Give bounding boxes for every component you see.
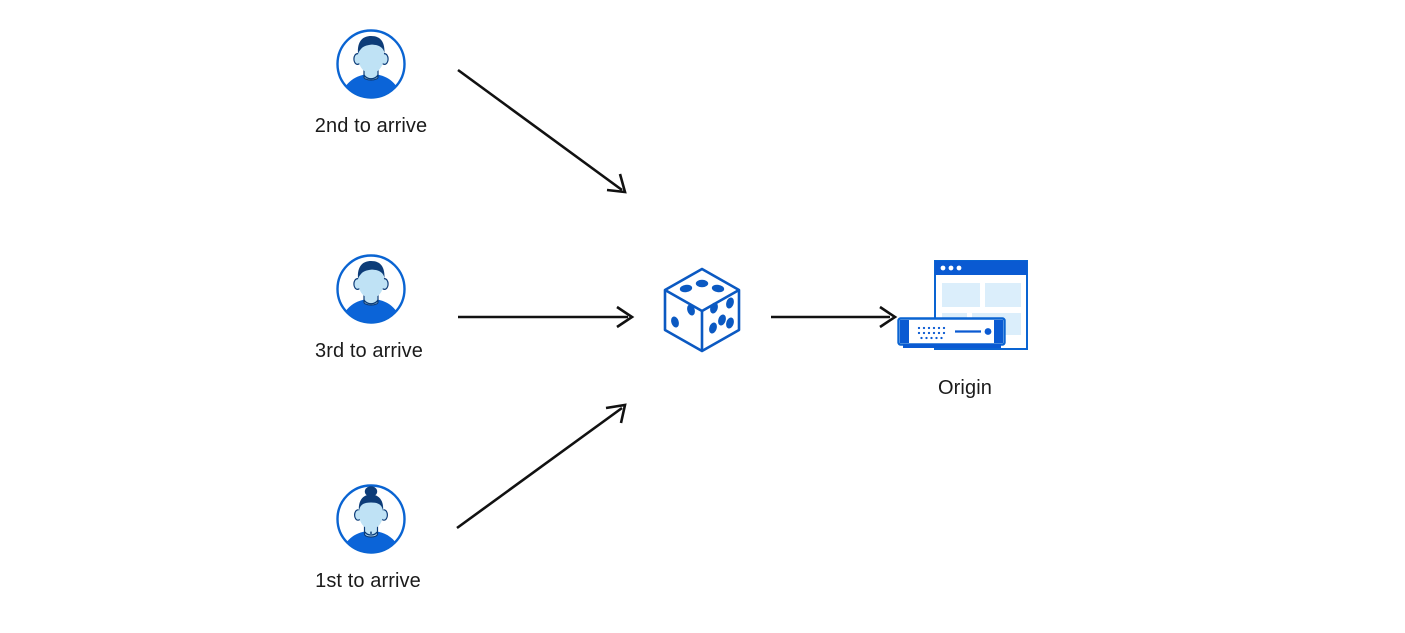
arrow-load-balancer-to-origin bbox=[771, 305, 898, 329]
arrow-client-1st-to-load-balancer bbox=[456, 403, 627, 530]
node-label-client-1st: 1st to arrive bbox=[315, 570, 421, 592]
user-avatar-icon bbox=[334, 27, 408, 101]
arrow-client-3rd-to-load-balancer bbox=[458, 305, 635, 329]
origin-server-icon bbox=[897, 259, 1037, 359]
user-avatar-icon bbox=[334, 482, 408, 556]
node-label-client-3rd: 3rd to arrive bbox=[314, 340, 423, 362]
node-load-balancer[interactable] bbox=[661, 266, 743, 354]
server-device bbox=[897, 317, 1006, 348]
dice-icon bbox=[661, 266, 743, 354]
arrow-client-2nd-to-load-balancer bbox=[457, 68, 627, 194]
node-label-client-2nd: 2nd to arrive bbox=[314, 115, 428, 137]
node-label-origin: Origin bbox=[938, 377, 992, 399]
user-avatar-icon bbox=[334, 252, 408, 326]
